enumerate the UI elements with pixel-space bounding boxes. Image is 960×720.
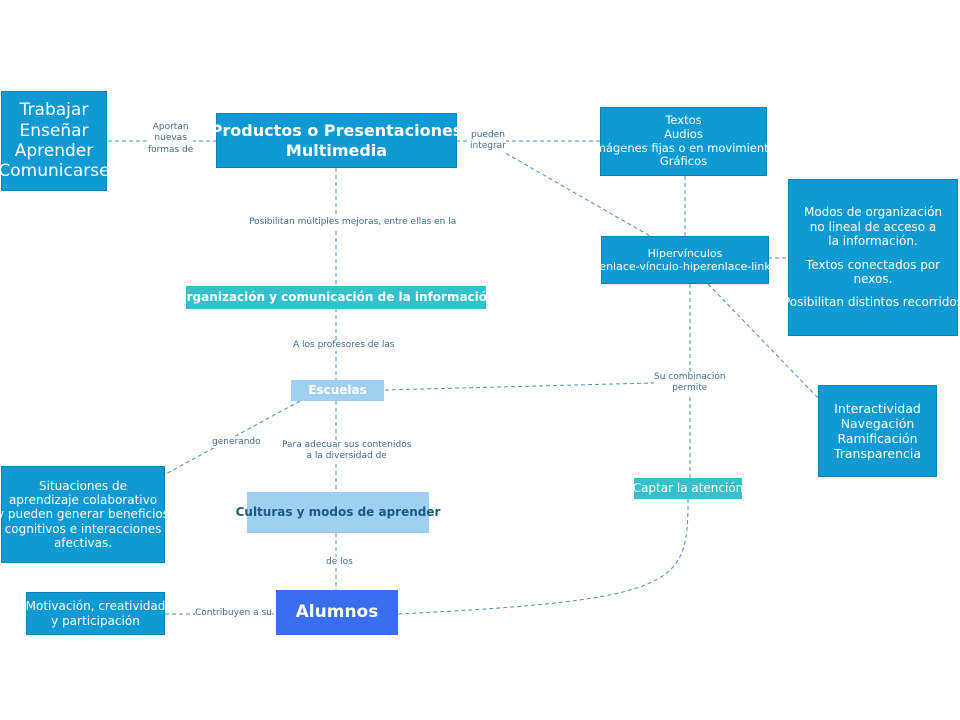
node-organizacion: Organización y comunicación de la inform… (176, 286, 496, 309)
edge-hipervinculos-interactividad (707, 283, 821, 401)
node-hipervinculos: Hipervínculos (enlace-vínculo-hiperenlac… (595, 236, 775, 284)
link-label-de-los: de los (326, 557, 353, 569)
node-interactividad: Interactividad Navegación Ramificación T… (818, 385, 937, 477)
link-label-aportan: Aportan nuevas formas de (148, 122, 194, 156)
link-label-posibilitan: Posibilitan múltiples mejoras, entre ell… (249, 217, 457, 229)
edge-captar-alumnos (397, 498, 689, 615)
link-label-contribuyen: Contribuyen a su (195, 608, 272, 620)
node-textos-medios: Textos Audios Imágenes fijas o en movimi… (591, 107, 776, 176)
node-situaciones: Situaciones de aprendizaje colaborativo … (0, 466, 169, 563)
node-captar-atencion: Captar la atención (633, 478, 743, 499)
node-escuelas: Escuelas (291, 380, 384, 401)
node-modos-organizacion: Modos de organización no lineal de acces… (783, 179, 960, 336)
node-culturas: Culturas y modos de aprender (236, 492, 440, 533)
node-trabajar: Trabajar Enseñar Aprender Comunicarse (0, 91, 110, 191)
link-label-combinacion: Su combinación permite (654, 372, 726, 395)
node-productos-multimedia: Productos o Presentaciones Multimedia (211, 113, 462, 168)
link-label-adecuar: Para adecuar sus contenidos a la diversi… (282, 440, 412, 463)
edge-pueden-hipervinculos (499, 149, 651, 237)
link-label-profesores: A los profesores de las (293, 340, 395, 352)
link-label-generando: generando (212, 437, 261, 449)
link-label-pueden-integrar: pueden integrar (470, 130, 506, 153)
node-motivacion: Motivación, creatividad y participación (26, 592, 165, 635)
node-alumnos: Alumnos (276, 590, 398, 635)
